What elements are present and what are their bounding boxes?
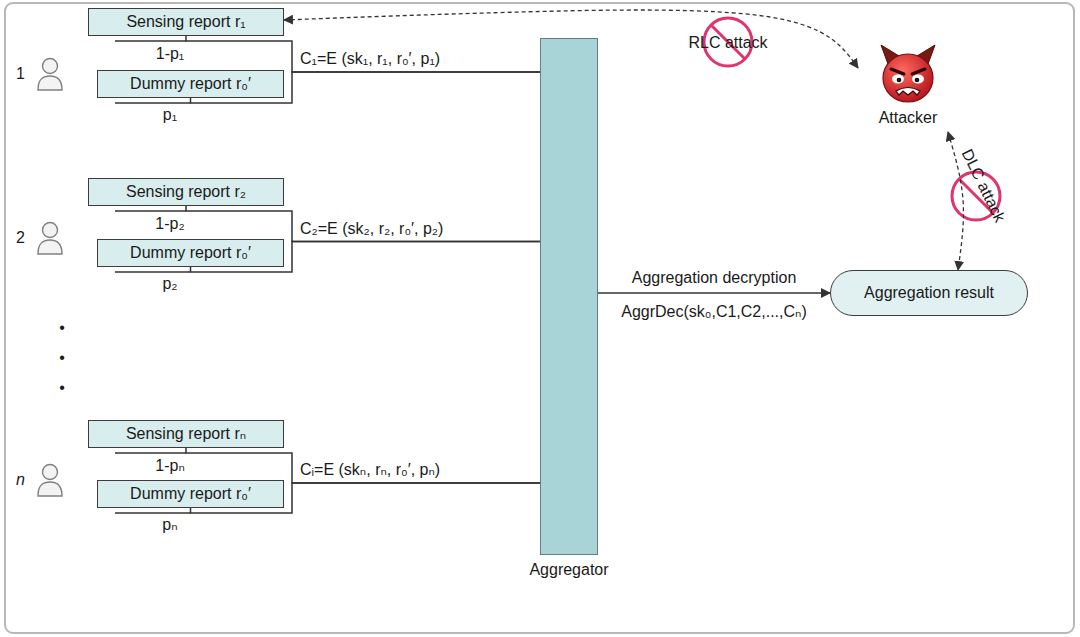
person-body xyxy=(38,240,62,254)
ellipsis-dot: • xyxy=(59,318,65,337)
user-label: 1-p₁ xyxy=(156,44,185,63)
report-box: Sensing report rₙ xyxy=(88,420,284,448)
aggregator-label: Aggregator xyxy=(529,560,608,579)
user-label: 1-p₂ xyxy=(155,214,184,233)
user-label: 1 xyxy=(16,64,25,83)
result-box: Aggregation result xyxy=(830,270,1028,316)
attacker-icon xyxy=(873,42,943,108)
switch-line xyxy=(115,102,191,104)
report-box: Sensing report r₂ xyxy=(88,178,284,206)
switch-line xyxy=(115,512,191,514)
user-label: pₙ xyxy=(162,515,177,534)
ellipsis-dot: • xyxy=(59,348,65,367)
user-label: 1-pₙ xyxy=(155,456,185,475)
box-label: Sensing report r₂ xyxy=(126,182,246,201)
box-label: Dummy report r₀′ xyxy=(130,484,251,503)
report-box: Dummy report r₀′ xyxy=(97,480,284,508)
box-label: Dummy report r₀′ xyxy=(130,243,251,262)
box-label: Aggregation result xyxy=(864,283,994,302)
switch-line xyxy=(115,452,186,454)
person-head xyxy=(43,59,58,74)
report-box: Dummy report r₀′ xyxy=(97,70,284,98)
person-icon xyxy=(38,465,62,497)
ellipsis-dot: • xyxy=(59,378,65,397)
person-head xyxy=(43,223,58,238)
connector xyxy=(186,206,540,242)
user-label: p₂ xyxy=(162,274,177,293)
person-head xyxy=(43,465,58,480)
user-label: 2 xyxy=(16,228,25,247)
user-label: p₁ xyxy=(163,105,177,124)
formula-label: AggrDec(sk₀,C1,C2,...,Cₙ) xyxy=(621,302,807,321)
person-body xyxy=(38,482,62,496)
report-box: Sensing report r₁ xyxy=(88,8,284,36)
edge-label: RLC attack xyxy=(688,33,767,52)
box-label: Sensing report rₙ xyxy=(126,424,246,443)
report-box: Dummy report r₀′ xyxy=(97,239,284,267)
attacker-node: Attacker xyxy=(858,42,958,132)
person-icon xyxy=(38,59,62,91)
frame xyxy=(5,3,1074,633)
person-icon xyxy=(38,223,62,255)
connector xyxy=(598,292,830,294)
edge-label: C₂=E (sk₂, r₂, r₀′, p₂) xyxy=(300,219,443,238)
connector xyxy=(186,448,540,483)
box-label: Dummy report r₀′ xyxy=(130,74,251,93)
switch-line xyxy=(115,271,191,273)
switch-line xyxy=(115,40,186,42)
edge-label: Cᵢ=E (skₙ, rₙ, r₀′, pₙ) xyxy=(300,460,440,479)
edge-label: Aggregation decryption xyxy=(632,268,797,287)
switch-line xyxy=(115,210,186,212)
aggregator-box: Aggregator xyxy=(540,38,598,555)
edge-label: C₁=E (sk₁, r₁, r₀′, p₁) xyxy=(300,49,440,68)
person-body xyxy=(38,76,62,90)
box-label: Sensing report r₁ xyxy=(126,12,245,31)
user-label: n xyxy=(16,470,25,489)
connector xyxy=(186,36,540,72)
attacker-label: Attacker xyxy=(879,108,938,127)
